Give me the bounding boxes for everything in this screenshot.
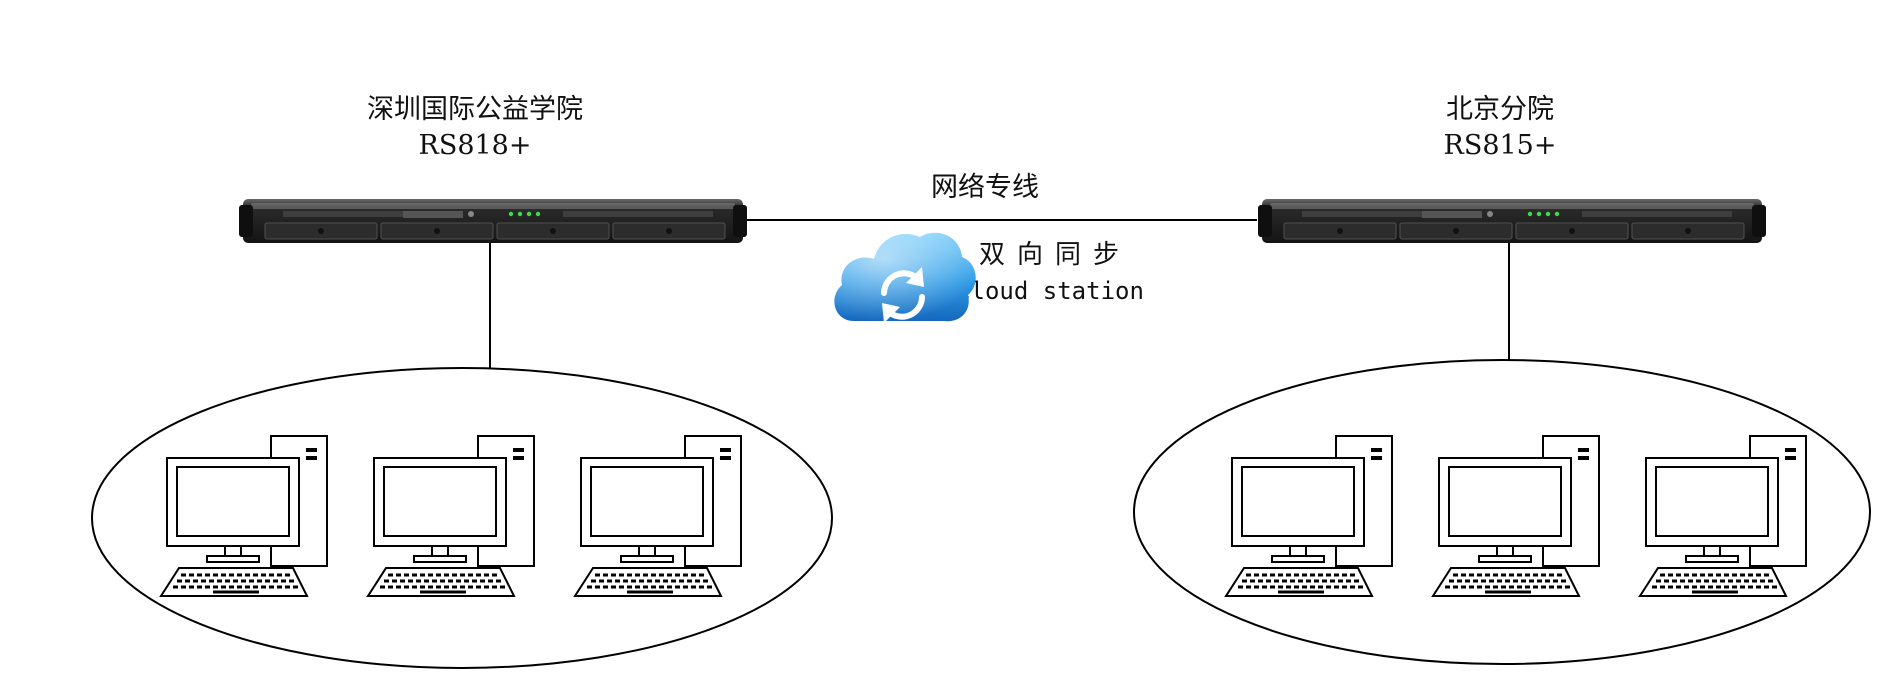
lan-left: [91, 367, 833, 669]
sync-title: 双向同步: [978, 240, 1131, 270]
site-right-model: RS815+: [1443, 130, 1557, 161]
link-label: 网络专线: [931, 172, 1039, 203]
site-left-name: 深圳国际公益学院: [367, 94, 583, 125]
workstation-right-3: [1638, 434, 1808, 598]
sync-subtitle: Cloud station: [956, 277, 1144, 305]
server-left: [238, 198, 748, 244]
cloud-sync-icon: [834, 232, 976, 323]
lan-right: [1133, 359, 1871, 665]
site-right-name: 北京分院: [1446, 94, 1554, 125]
workstation-left-3: [573, 434, 743, 598]
workstation-left-2: [366, 434, 536, 598]
workstation-right-2: [1431, 434, 1601, 598]
workstation-right-1: [1224, 434, 1394, 598]
server-right: [1257, 198, 1767, 244]
site-left-model: RS818+: [418, 130, 532, 161]
workstation-left-1: [159, 434, 329, 598]
